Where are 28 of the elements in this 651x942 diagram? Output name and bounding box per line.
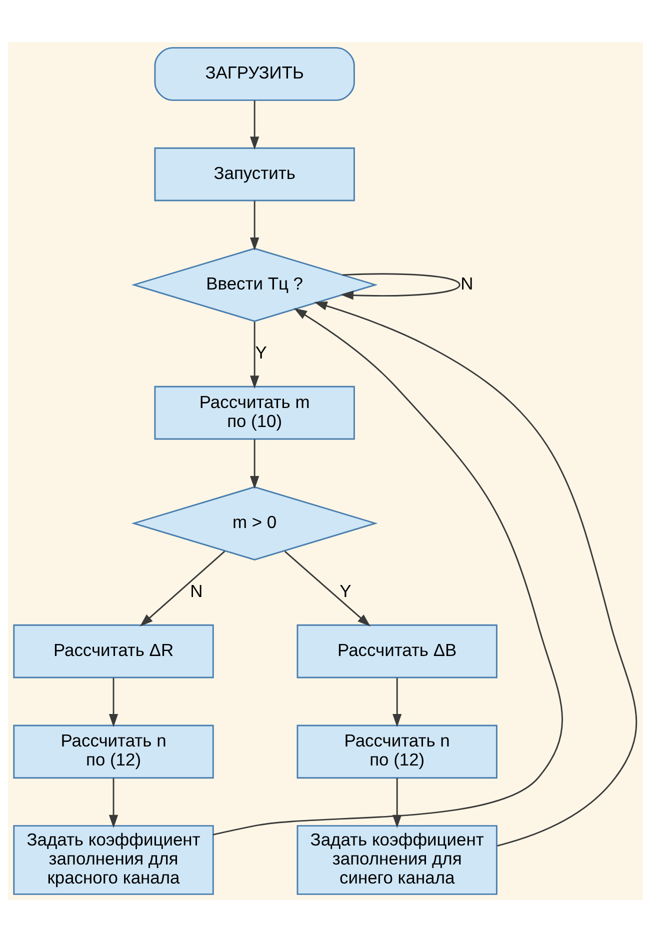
node-diamond: m > 0 <box>131 486 378 560</box>
edge-label: N <box>460 273 474 294</box>
arrow <box>108 778 118 828</box>
arrow <box>392 678 402 728</box>
arrow <box>250 200 260 251</box>
node-box: Запустить <box>154 147 355 202</box>
node-box: Рассчитать n по (12) <box>13 724 214 779</box>
node-box: Рассчитать ΔB <box>296 624 498 678</box>
node-box: Задать коэффициент заполнения для синего канала <box>296 825 498 895</box>
node-diamond: Ввести Тц ? <box>131 248 378 322</box>
arrow <box>250 100 260 150</box>
node-box: Рассчитать ΔR <box>13 624 214 678</box>
arrow <box>250 439 260 490</box>
arrow <box>314 302 637 846</box>
node-box: Задать коэффициент заполнения для красного канала <box>13 825 214 895</box>
arrow <box>108 678 118 728</box>
edge-label: Y <box>340 580 352 601</box>
node-box: Рассчитать m по (10) <box>154 386 355 440</box>
arrow <box>212 308 563 836</box>
node-box: ЗАГРУЗИТЬ <box>154 47 355 101</box>
edge-label: N <box>190 580 203 601</box>
arrow <box>392 778 402 828</box>
edge-label: Y <box>255 342 267 362</box>
node-box: Рассчитать n по (12) <box>296 724 498 779</box>
arrow <box>250 322 260 389</box>
arrow <box>140 550 226 627</box>
arrow <box>284 550 370 627</box>
arrow <box>340 273 460 300</box>
